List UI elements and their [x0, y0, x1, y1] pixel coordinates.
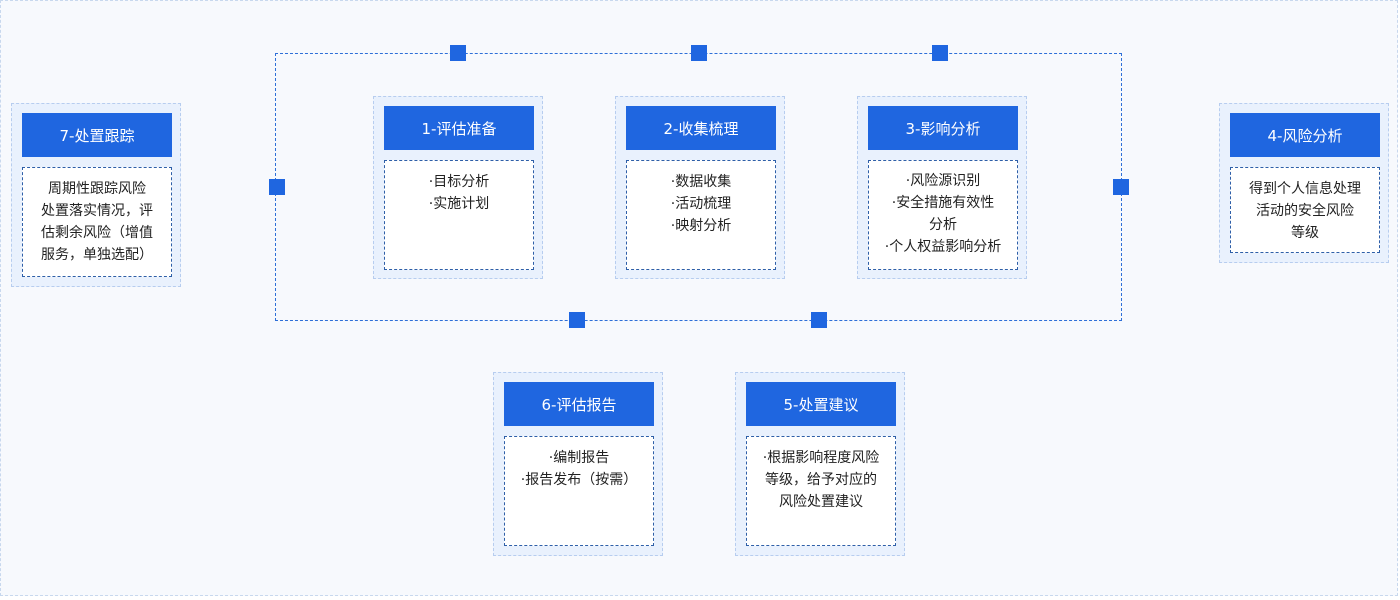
step-text: ·根据影响程度风险 [762, 450, 880, 466]
step-body: ·目标分析 ·实施计划 [384, 160, 534, 270]
step-title: 1-评估准备 [384, 106, 534, 150]
connector-handle [450, 45, 466, 61]
step-title: 4-风险分析 [1230, 113, 1380, 157]
step-text: 分析 [929, 217, 957, 233]
step-title: 6-评估报告 [504, 382, 654, 426]
step-title: 7-处置跟踪 [22, 113, 172, 157]
step-body: ·根据影响程度风险 等级，给予对应的 风险处置建议 [746, 436, 896, 546]
step-text: ·报告发布（按需） [520, 472, 638, 488]
step-text: 等级，给予对应的 [765, 472, 877, 488]
connector-handle [1113, 179, 1129, 195]
step-card-6: 6-评估报告 ·编制报告 ·报告发布（按需） [493, 372, 663, 556]
connector-handle [932, 45, 948, 61]
step-text: ·实施计划 [428, 196, 490, 212]
step-card-7: 7-处置跟踪 周期性跟踪风险 处置落实情况，评 估剩余风险（增值 服务，单独选配… [11, 103, 181, 287]
step-text: 估剩余风险（增值 [41, 225, 153, 241]
step-text: ·安全措施有效性 [891, 195, 995, 211]
step-title: 5-处置建议 [746, 382, 896, 426]
step-body: 得到个人信息处理 活动的安全风险 等级 [1230, 167, 1380, 253]
step-body: ·风险源识别 ·安全措施有效性 分析 ·个人权益影响分析 [868, 160, 1018, 270]
step-text: 处置落实情况，评 [41, 203, 153, 219]
step-title: 2-收集梳理 [626, 106, 776, 150]
connector-handle [269, 179, 285, 195]
step-card-2: 2-收集梳理 ·数据收集 ·活动梳理 ·映射分析 [615, 96, 785, 279]
step-body: ·数据收集 ·活动梳理 ·映射分析 [626, 160, 776, 270]
step-text: 活动的安全风险 [1256, 203, 1354, 219]
step-card-4: 4-风险分析 得到个人信息处理 活动的安全风险 等级 [1219, 103, 1389, 263]
step-card-3: 3-影响分析 ·风险源识别 ·安全措施有效性 分析 ·个人权益影响分析 [857, 96, 1027, 279]
step-text: 周期性跟踪风险 [48, 181, 146, 197]
step-text: ·数据收集 [670, 174, 732, 190]
step-text: 风险处置建议 [779, 494, 863, 510]
step-card-1: 1-评估准备 ·目标分析 ·实施计划 [373, 96, 543, 279]
connector-handle [691, 45, 707, 61]
connector-handle [569, 312, 585, 328]
step-text: ·映射分析 [670, 218, 732, 234]
step-text: 等级 [1291, 225, 1319, 241]
step-text: ·活动梳理 [670, 196, 732, 212]
step-text: ·编制报告 [548, 450, 610, 466]
step-text: ·风险源识别 [905, 173, 981, 189]
step-text: ·目标分析 [428, 174, 490, 190]
step-title: 3-影响分析 [868, 106, 1018, 150]
step-body: ·编制报告 ·报告发布（按需） [504, 436, 654, 546]
connector-handle [811, 312, 827, 328]
step-text: 服务，单独选配） [41, 247, 153, 263]
step-text: 得到个人信息处理 [1249, 181, 1361, 197]
step-body: 周期性跟踪风险 处置落实情况，评 估剩余风险（增值 服务，单独选配） [22, 167, 172, 277]
step-card-5: 5-处置建议 ·根据影响程度风险 等级，给予对应的 风险处置建议 [735, 372, 905, 556]
step-text: ·个人权益影响分析 [884, 239, 1002, 255]
